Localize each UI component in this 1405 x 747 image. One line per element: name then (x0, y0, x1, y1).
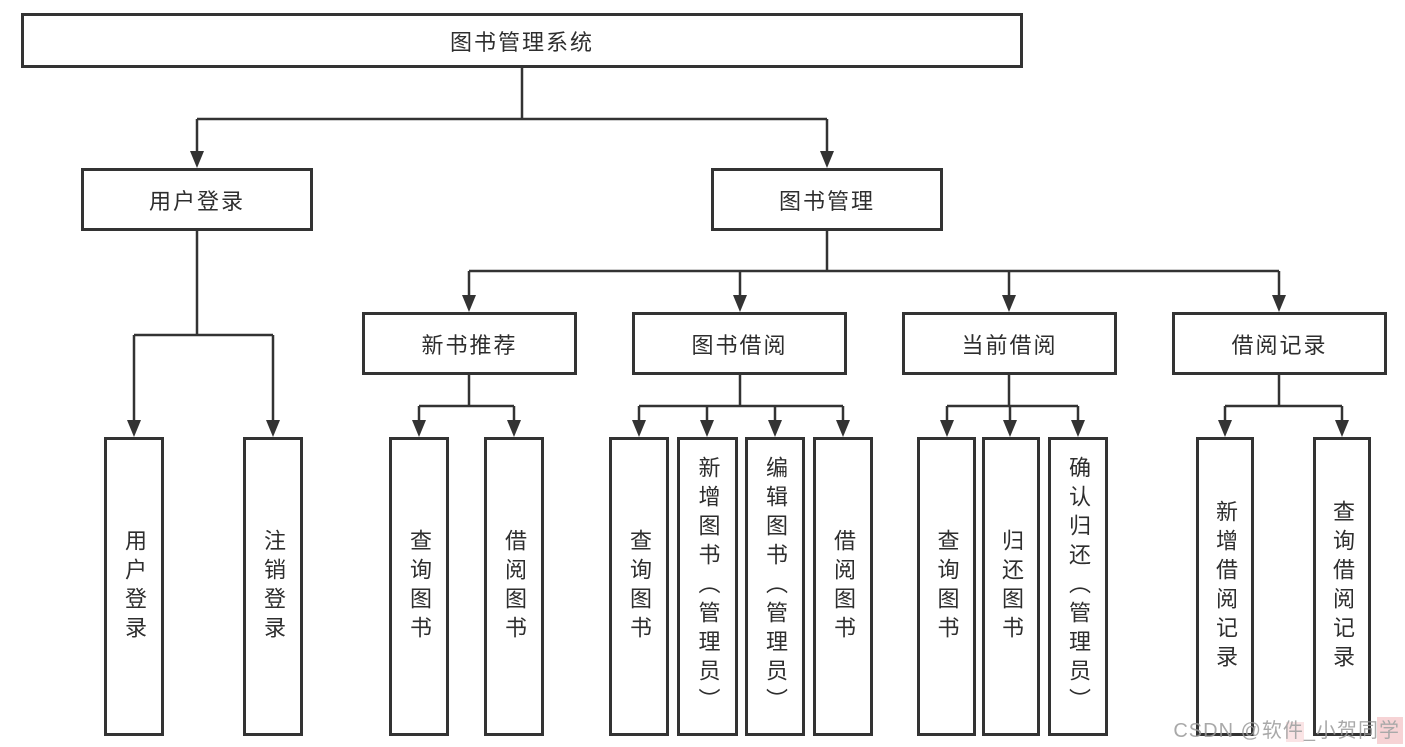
arrowhead (1071, 420, 1085, 437)
watermark-text: CSDN @软件_小贺同学 (1173, 720, 1400, 742)
arrowhead (1002, 295, 1016, 312)
leaf-label: 借阅图书 (831, 528, 856, 645)
arrowhead (940, 420, 954, 437)
leaf-label: 编辑图书（管理员） (763, 456, 788, 717)
node-label: 用户登录 (148, 188, 245, 214)
node-current-borrow: 当前借阅 (902, 312, 1117, 375)
node-user-login: 用户登录 (81, 168, 313, 231)
arrowhead (462, 295, 476, 312)
leaf-label: 查询图书 (407, 528, 432, 645)
leaf-query-book-recommend: 查询图书 (389, 437, 449, 736)
node-book-borrow: 图书借阅 (632, 312, 847, 375)
edge-arrowheads (127, 151, 1349, 437)
leaf-user-login: 用户登录 (104, 437, 164, 736)
node-new-book-recommend: 新书推荐 (362, 312, 577, 375)
leaf-label: 新增借阅记录 (1213, 499, 1238, 674)
leaf-label: 确认归还（管理员） (1066, 456, 1091, 717)
node-label: 图书借阅 (691, 332, 788, 358)
node-label: 新书推荐 (421, 332, 518, 358)
node-book-management: 图书管理 (711, 168, 943, 231)
edge-root-to-branches (195, 68, 829, 152)
leaf-label: 查询借阅记录 (1330, 499, 1355, 674)
arrowhead (412, 420, 426, 437)
leaf-label: 借阅图书 (502, 528, 527, 645)
edge-book-management-children (467, 231, 1281, 296)
edge-user-login-children (132, 231, 275, 421)
arrowhead (1003, 420, 1017, 437)
leaf-label: 注销登录 (261, 528, 286, 645)
arrowhead (733, 295, 747, 312)
leaf-return-book: 归还图书 (982, 437, 1040, 736)
arrowhead (1272, 295, 1286, 312)
watermark: CSDN @软件_小贺同学 (1173, 714, 1403, 744)
watermark-accent (1286, 722, 1304, 742)
leaf-borrow-book: 借阅图书 (813, 437, 873, 736)
leaf-query-borrow-record: 查询借阅记录 (1313, 437, 1371, 736)
leaf-label: 用户登录 (122, 528, 147, 645)
node-borrow-record: 借阅记录 (1172, 312, 1387, 375)
edge-current-borrow-children (945, 375, 1080, 421)
leaf-logout: 注销登录 (243, 437, 303, 736)
edge-book-borrow-children (637, 375, 845, 421)
leaf-label: 归还图书 (999, 528, 1024, 645)
edge-lines (132, 68, 1344, 421)
leaf-edit-book-admin: 编辑图书（管理员） (745, 437, 805, 736)
arrowhead (836, 420, 850, 437)
arrowhead (1335, 420, 1349, 437)
leaf-label: 查询图书 (627, 528, 652, 645)
arrowhead (190, 151, 204, 168)
arrowhead (1218, 420, 1232, 437)
leaf-label: 查询图书 (934, 528, 960, 645)
edge-new-book-recommend-children (417, 375, 516, 421)
arrowhead (507, 420, 521, 437)
leaf-add-book-admin: 新增图书（管理员） (677, 437, 738, 736)
leaf-query-book-borrow: 查询图书 (609, 437, 669, 736)
node-label: 图书管理 (778, 188, 875, 214)
arrowhead (820, 151, 834, 168)
arrowhead (768, 420, 782, 437)
arrowhead (700, 420, 714, 437)
watermark-accent (1377, 717, 1403, 744)
leaf-borrow-book-recommend: 借阅图书 (484, 437, 544, 736)
node-label: 借阅记录 (1231, 332, 1328, 358)
arrowhead (266, 420, 280, 437)
node-root: 图书管理系统 (21, 13, 1023, 68)
leaf-label: 新增图书（管理员） (695, 456, 721, 717)
leaf-query-book-current: 查询图书 (917, 437, 976, 736)
node-label: 当前借阅 (961, 332, 1058, 358)
node-label: 图书管理系统 (449, 29, 594, 55)
arrowhead (127, 420, 141, 437)
edge-borrow-record-children (1223, 375, 1344, 421)
leaf-confirm-return-admin: 确认归还（管理员） (1048, 437, 1108, 736)
arrowhead (632, 420, 646, 437)
leaf-add-borrow-record: 新增借阅记录 (1196, 437, 1254, 736)
